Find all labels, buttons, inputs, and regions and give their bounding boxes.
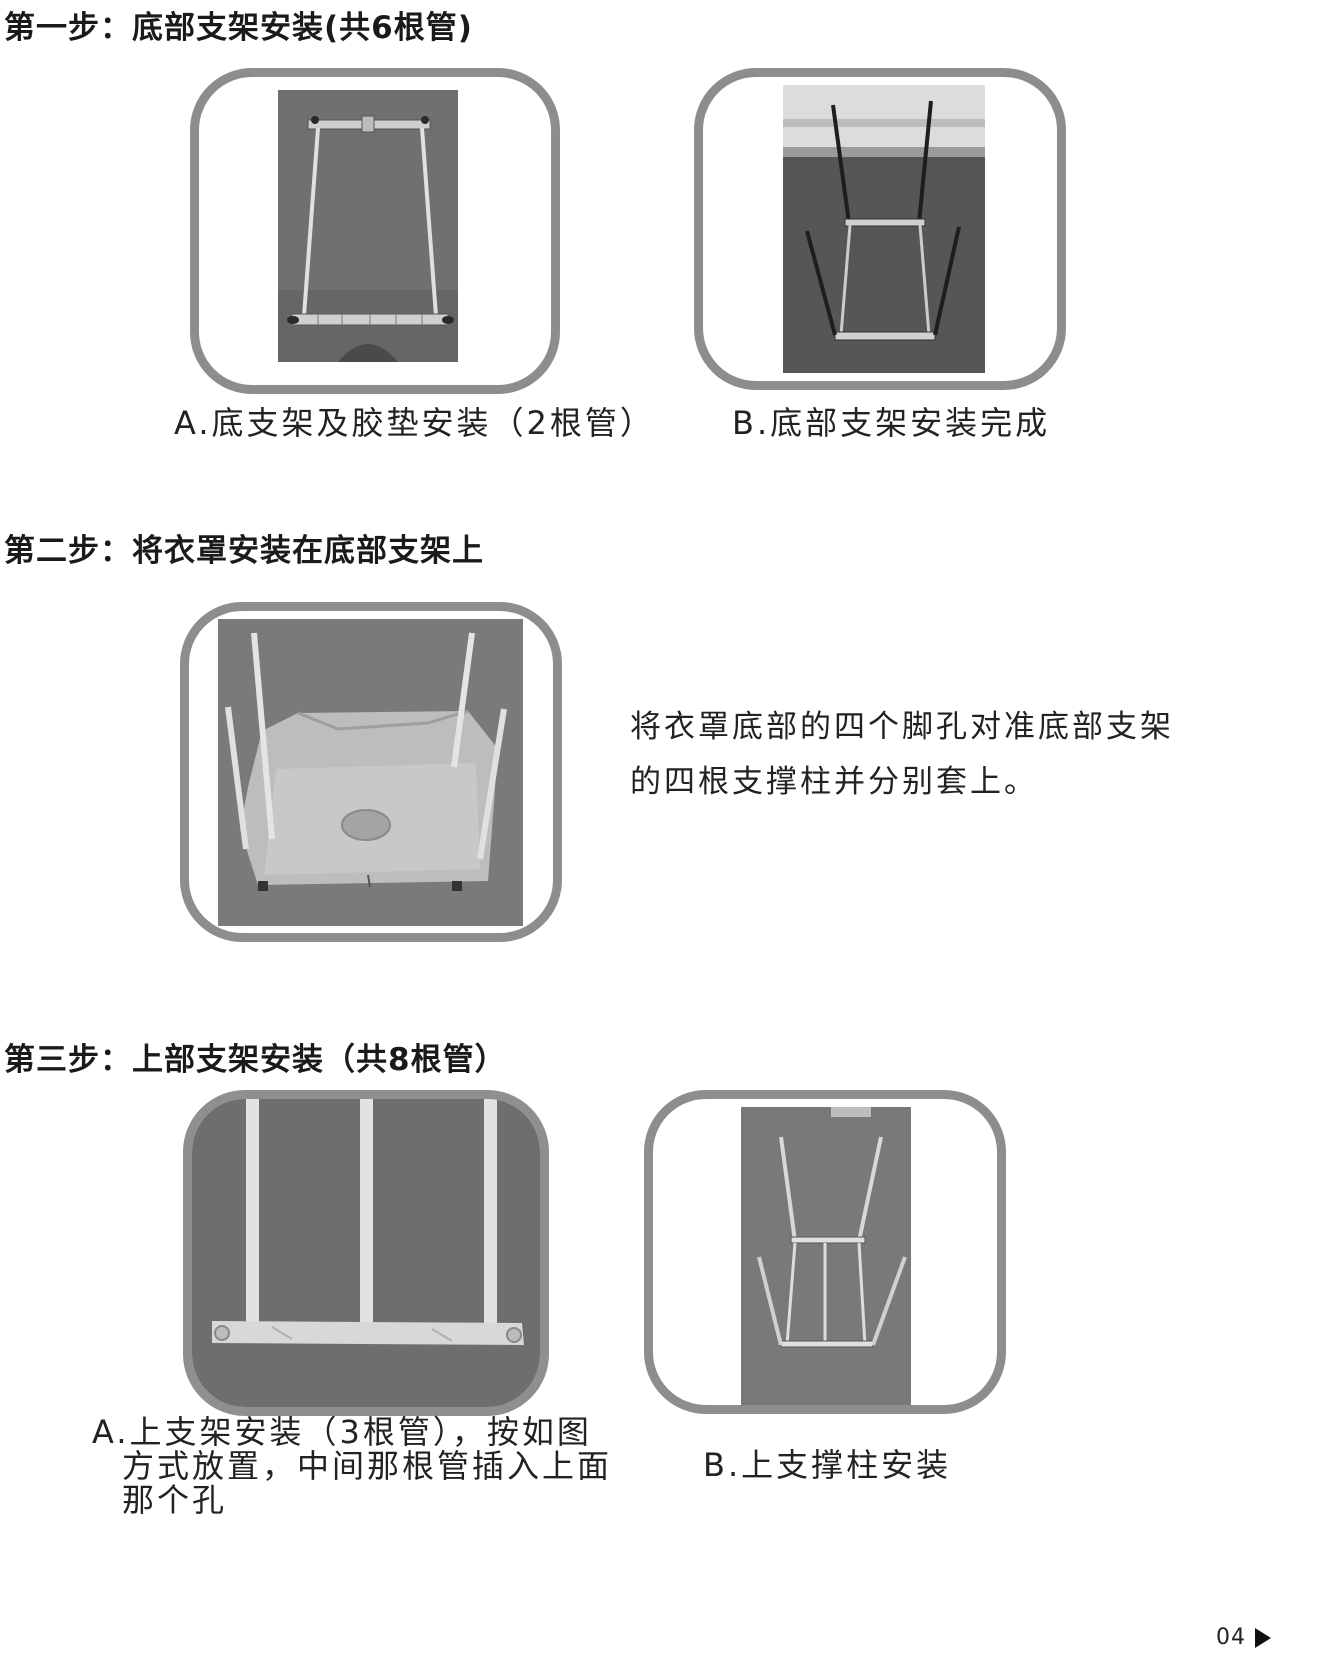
step3-b-caption: B.上支撑柱安装: [703, 1446, 952, 1484]
triangle-right-icon: [1255, 1628, 1271, 1652]
step2-photo: [218, 619, 523, 926]
step3-a-caption-line1: A.上支架安装（3根管），按如图: [92, 1413, 592, 1451]
step1-b-caption: B.底部支架安装完成: [732, 404, 1051, 442]
step3-b-photo: [741, 1107, 911, 1405]
step1-a-caption: A.底支架及胶垫安装（2根管）: [174, 404, 655, 442]
step2-instruction-line2: 的四根支撑柱并分别套上。: [630, 764, 1038, 800]
page-number: 04: [1216, 1625, 1246, 1650]
step1-a-photo-frame: [190, 68, 560, 394]
step1-b-photo-frame: [694, 68, 1066, 390]
step1-a-photo: [278, 90, 458, 362]
step2-instruction: 将衣罩底部的四个脚孔对准底部支架 的四根支撑柱并分别套上。: [630, 700, 1174, 810]
step3-heading: 第三步：上部支架安装（共8根管）: [4, 1042, 507, 1078]
step3-b-photo-frame: [644, 1090, 1006, 1414]
step3-a-caption: A.上支架安装（3根管），按如图 方式放置，中间那根管插入上面 那个孔: [92, 1415, 612, 1517]
step2-heading: 第二步：将衣罩安装在底部支架上: [4, 533, 484, 569]
step3-a-caption-line3: 那个孔: [122, 1481, 228, 1519]
step3-a-photo-frame: [183, 1090, 549, 1416]
step1-b-photo: [783, 85, 985, 373]
step2-photo-frame: [180, 602, 562, 942]
step3-a-photo: [192, 1099, 540, 1407]
step1-heading: 第一步：底部支架安装(共6根管): [4, 10, 473, 46]
step3-a-caption-line2: 方式放置，中间那根管插入上面: [122, 1447, 613, 1485]
step2-instruction-line1: 将衣罩底部的四个脚孔对准底部支架: [630, 709, 1174, 745]
